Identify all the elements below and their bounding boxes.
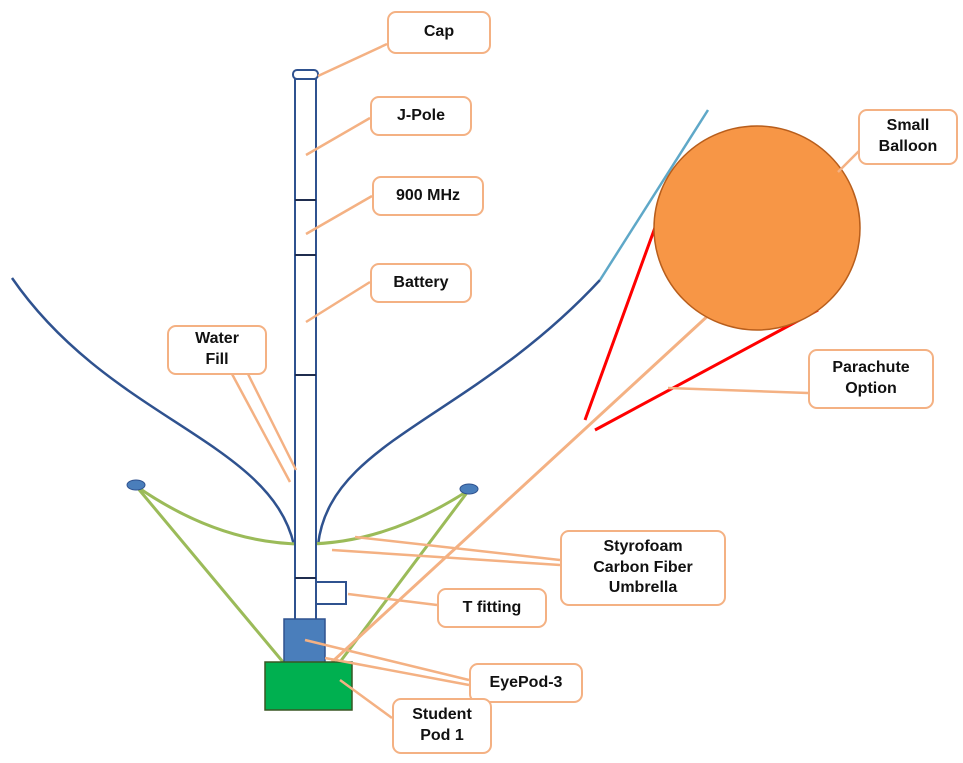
leader-water-fill-1 — [230, 373, 292, 483]
callout-t-fitting: T fitting — [437, 588, 547, 628]
callout-cap: Cap — [387, 11, 491, 54]
student-pod-1 — [264, 661, 353, 711]
callout-900mhz-text: 900 MHz — [395, 186, 461, 204]
callout-j-pole: J-Pole — [370, 96, 472, 136]
eyepod-3 — [283, 618, 326, 664]
callout-battery-text: Battery — [393, 273, 449, 291]
callout-small-balloon: Small Balloon — [858, 109, 958, 165]
callout-cap-text: Cap — [423, 23, 455, 41]
parachute-line-2 — [594, 308, 819, 432]
small-balloon — [653, 125, 861, 331]
umbrella-strut-left — [134, 485, 285, 663]
umbrella-tip-right — [459, 483, 479, 495]
callout-water-fill-text: Water Fill — [195, 330, 239, 368]
leader-900mhz — [305, 194, 373, 236]
callout-umbrella: Styrofoam Carbon Fiber Umbrella — [560, 530, 726, 606]
left-antenna-wire — [10, 277, 296, 546]
callout-t-fitting-text: T fitting — [462, 598, 522, 616]
callout-umbrella-text: Styrofoam Carbon Fiber Umbrella — [593, 537, 693, 597]
pole — [294, 78, 317, 625]
right-antenna-tip — [598, 109, 710, 281]
callout-student-pod-1-text: Student Pod 1 — [412, 706, 472, 744]
leader-student-pod — [339, 678, 393, 720]
callout-j-pole-text: J-Pole — [396, 106, 445, 124]
callout-parachute-option-text: Parachute Option — [832, 359, 910, 397]
leader-j-pole — [305, 116, 371, 157]
callout-student-pod-1: Student Pod 1 — [392, 698, 492, 754]
callout-parachute-option: Parachute Option — [808, 349, 934, 409]
leader-water-fill-2 — [246, 373, 298, 471]
pole-cap — [292, 69, 319, 80]
callout-eyepod-3: EyePod-3 — [469, 663, 583, 703]
callout-eyepod-3-text: EyePod-3 — [489, 673, 563, 691]
balloon-tether — [330, 310, 714, 664]
leader-t-fitting — [347, 592, 438, 607]
leader-umbrella-1 — [354, 535, 561, 562]
leader-eyepod-2 — [324, 656, 470, 687]
callout-small-balloon-text: Small Balloon — [878, 117, 938, 155]
leader-eyepod-1 — [304, 638, 470, 682]
leader-parachute — [667, 386, 809, 395]
callout-900mhz: 900 MHz — [372, 176, 484, 216]
leader-battery — [305, 280, 371, 324]
leader-umbrella-2 — [331, 548, 561, 567]
t-fitting — [315, 581, 347, 605]
leader-cap — [317, 42, 388, 78]
umbrella-tip-left — [126, 479, 146, 491]
parachute-line-1 — [583, 199, 667, 421]
right-antenna-wire — [316, 279, 601, 546]
callout-battery: Battery — [370, 263, 472, 303]
callout-water-fill: Water Fill — [167, 325, 267, 375]
